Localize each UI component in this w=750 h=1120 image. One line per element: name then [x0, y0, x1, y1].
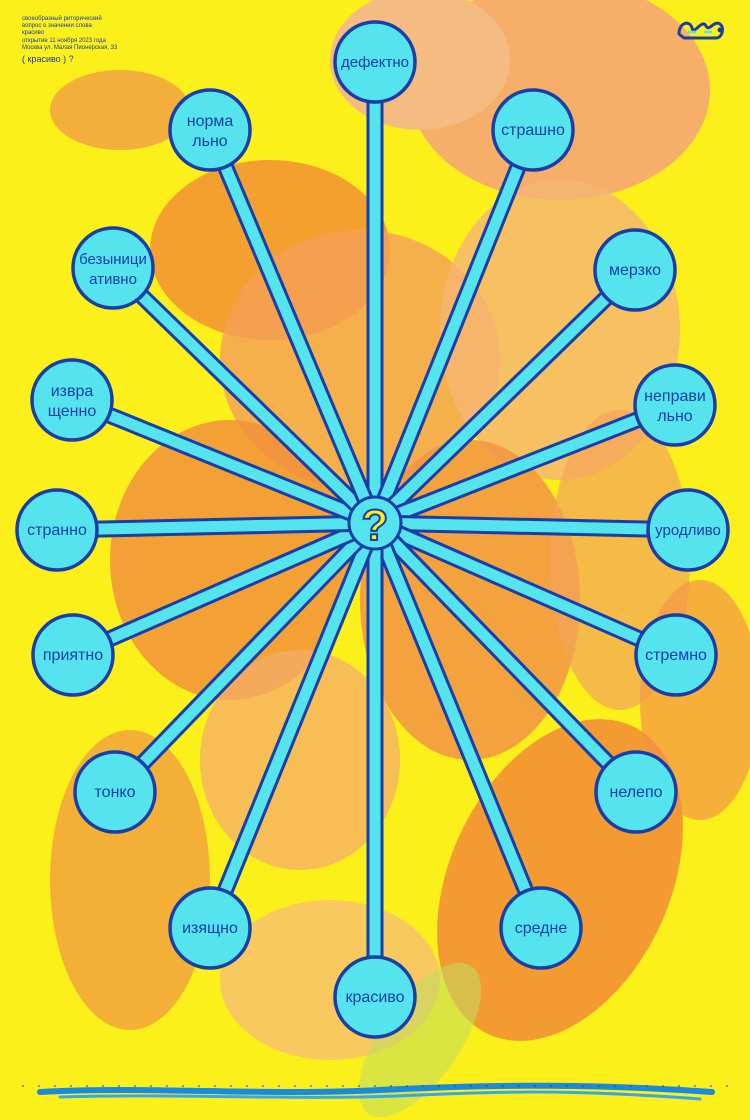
word-node: неправи льно [633, 363, 717, 447]
center-question-mark: ? [362, 501, 389, 550]
info-tag: ( красиво ) ? [22, 54, 74, 65]
word-label: ативно [89, 271, 137, 288]
word-node: дефектно [333, 20, 417, 104]
word-node: красиво [333, 955, 417, 1039]
word-circle [333, 20, 417, 104]
word-node: стремно [634, 613, 718, 697]
center-hub: ? [347, 495, 403, 551]
info-block: своеобразный риторический вопрос о значе… [22, 16, 117, 65]
word-label: мерзко [609, 262, 661, 279]
ray [66, 394, 381, 529]
ray [109, 517, 381, 798]
word-label: извра [51, 383, 94, 400]
word-circle [634, 613, 718, 697]
word-circle [594, 750, 678, 834]
word-circle [31, 613, 115, 697]
word-node: тонко [73, 750, 157, 834]
word-label: нелепо [610, 784, 663, 801]
word-node: средне [499, 886, 583, 970]
word-label: льно [657, 408, 693, 425]
word-circle [15, 488, 99, 572]
logo-icon [677, 21, 725, 40]
word-label: норма [187, 113, 234, 130]
word-label: странно [27, 522, 87, 539]
word-circle [491, 88, 575, 172]
word-circle [71, 226, 155, 310]
word-node: уродливо [646, 488, 730, 572]
word-circle [633, 363, 717, 447]
word-circle [593, 228, 677, 312]
ray [369, 399, 681, 529]
info-line: красиво [22, 30, 45, 37]
word-label: безыници [79, 251, 147, 268]
ray [369, 517, 694, 536]
word-node: странно [15, 488, 99, 572]
info-line: открытие 11 ноября 2023 года [22, 37, 106, 44]
ray [204, 517, 381, 934]
word-label: уродливо [655, 522, 721, 539]
word-label: средне [515, 920, 568, 937]
word-label: тонко [95, 784, 136, 801]
word-circle [168, 886, 252, 970]
ray [51, 517, 381, 536]
ray [369, 517, 547, 934]
ray [369, 124, 539, 529]
word-circle [73, 750, 157, 834]
bottom-scribble [22, 1082, 728, 1101]
word-label: стремно [645, 647, 707, 664]
ray [369, 517, 642, 798]
word-circle [168, 88, 252, 172]
word-circle [646, 488, 730, 572]
word-label: неправи [644, 388, 706, 405]
info-line: своеобразный риторический [22, 16, 102, 22]
word-label: приятно [43, 647, 103, 664]
word-node: нелепо [594, 750, 678, 834]
word-label: красиво [346, 989, 405, 1006]
ray [369, 264, 641, 529]
word-label: изящно [182, 920, 238, 937]
word-label: страшно [501, 122, 565, 139]
ray [67, 517, 381, 661]
info-line: вопрос о значении слова [22, 23, 92, 30]
word-node: норма льно [168, 88, 252, 172]
ray [369, 517, 682, 661]
info-line: Москва ул. Малая Пионерская, 33 [22, 44, 118, 51]
word-label: щенно [48, 403, 97, 420]
word-nodes-group: дефектно страшно мерзко неправи льно уродливо… [15, 20, 730, 1039]
word-node: изящно [168, 886, 252, 970]
word-node: приятно [31, 613, 115, 697]
ray [204, 124, 381, 529]
word-circle [30, 358, 114, 442]
word-circle [499, 886, 583, 970]
word-node: безыници ативно [71, 226, 155, 310]
rays-group [48, 53, 697, 1006]
word-node: извра щенно [30, 358, 114, 442]
word-label: льно [192, 133, 228, 150]
word-circle [333, 955, 417, 1039]
word-node: страшно [491, 88, 575, 172]
ray [107, 262, 381, 529]
word-node: мерзко [593, 228, 677, 312]
word-label: дефектно [341, 54, 409, 71]
